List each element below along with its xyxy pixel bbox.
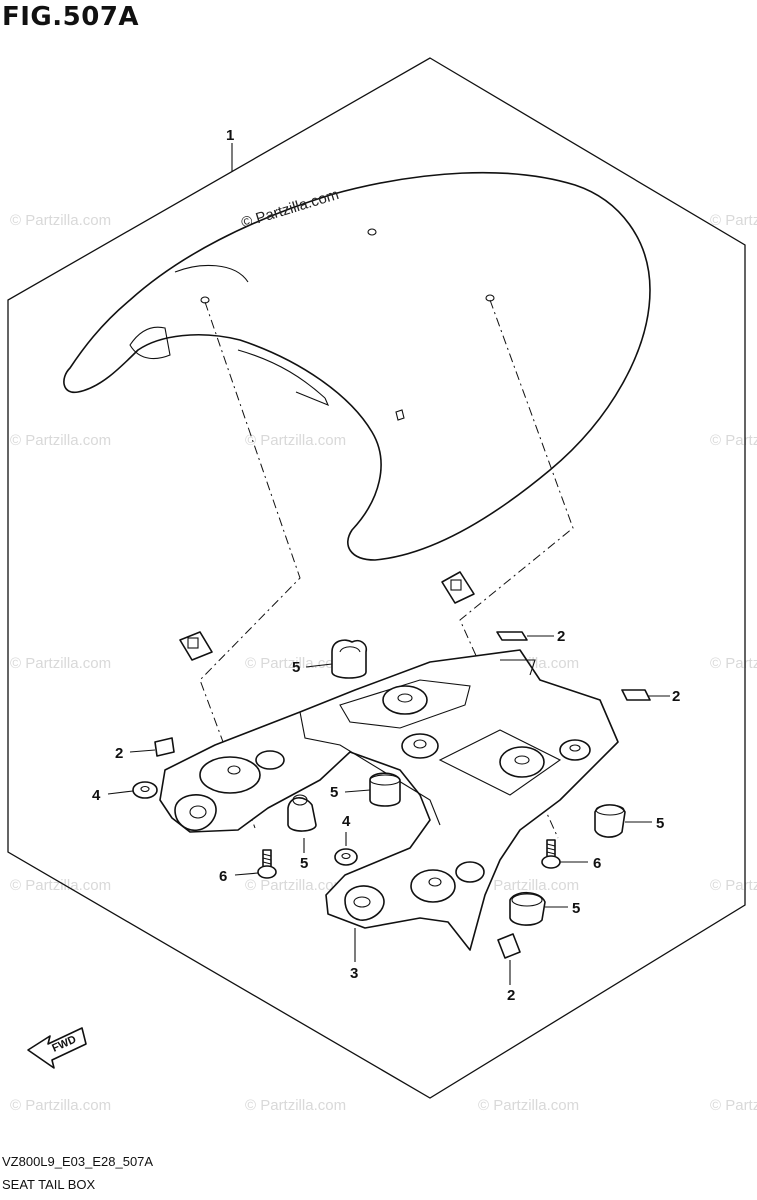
cushion — [287, 794, 317, 832]
leader-lines — [107, 143, 670, 985]
seat-tail-cover: © Partzilla.com — [63, 171, 651, 561]
cushion — [509, 891, 546, 926]
rubber-pad — [497, 933, 521, 959]
watermark: © Partzilla.com — [10, 212, 111, 229]
bolt — [257, 849, 277, 879]
callout-3: 3 — [350, 965, 358, 982]
callout-5: 5 — [656, 815, 664, 832]
model-code: VZ800L9_E03_E28_507A — [2, 1154, 154, 1169]
figure-title: FIG.507A — [2, 2, 140, 32]
callout-1: 1 — [226, 127, 234, 144]
callout-5: 5 — [572, 900, 580, 917]
callout-6: 6 — [593, 855, 601, 872]
watermark: © Partzilla.com — [710, 212, 757, 229]
watermark: © Partzilla.com — [710, 655, 757, 672]
watermark: © Partzilla.com — [245, 1097, 346, 1114]
callout-6: 6 — [219, 868, 227, 885]
bolt — [541, 839, 561, 869]
fwd-arrow: FWD — [27, 1027, 87, 1069]
cushion — [331, 639, 368, 679]
rubber-pad — [154, 737, 175, 757]
watermark: © Partzilla.com — [10, 655, 111, 672]
figure-name: SEAT TAIL BOX — [2, 1177, 96, 1192]
cushion — [369, 772, 401, 807]
watermark: © Partzilla.com — [478, 877, 579, 894]
callout-2: 2 — [507, 987, 515, 1004]
watermark: © Partzilla.com — [10, 1097, 111, 1114]
clip-nut-right — [441, 571, 475, 604]
callout-5: 5 — [330, 784, 338, 801]
clip-nut-left — [179, 631, 213, 661]
washer — [132, 781, 158, 799]
seat-tail-bracket — [159, 649, 619, 951]
rubber-pad — [496, 631, 528, 641]
watermark: © Partzilla.com — [245, 432, 346, 449]
callout-4: 4 — [92, 787, 101, 804]
rubber-pad — [621, 689, 651, 701]
watermark: © Partzilla.com — [710, 877, 757, 894]
cushion — [594, 804, 626, 838]
washer — [334, 848, 358, 866]
callout-2: 2 — [672, 688, 680, 705]
watermark: © Partzilla.com — [10, 432, 111, 449]
watermark: © Partzilla.com — [478, 1097, 579, 1114]
watermark: © Partzilla.com — [710, 1097, 757, 1114]
callout-4: 4 — [342, 813, 351, 830]
callout-5: 5 — [300, 855, 308, 872]
callout-5: 5 — [292, 659, 300, 676]
watermark: © Partzilla.com — [10, 877, 111, 894]
callout-2: 2 — [557, 628, 565, 645]
watermark: © Partzilla.com — [245, 877, 346, 894]
assembly-frame — [7, 57, 746, 1099]
watermark: © Partzilla.com — [245, 655, 346, 672]
watermark: © Partzilla.com — [710, 432, 757, 449]
callout-2: 2 — [115, 745, 123, 762]
